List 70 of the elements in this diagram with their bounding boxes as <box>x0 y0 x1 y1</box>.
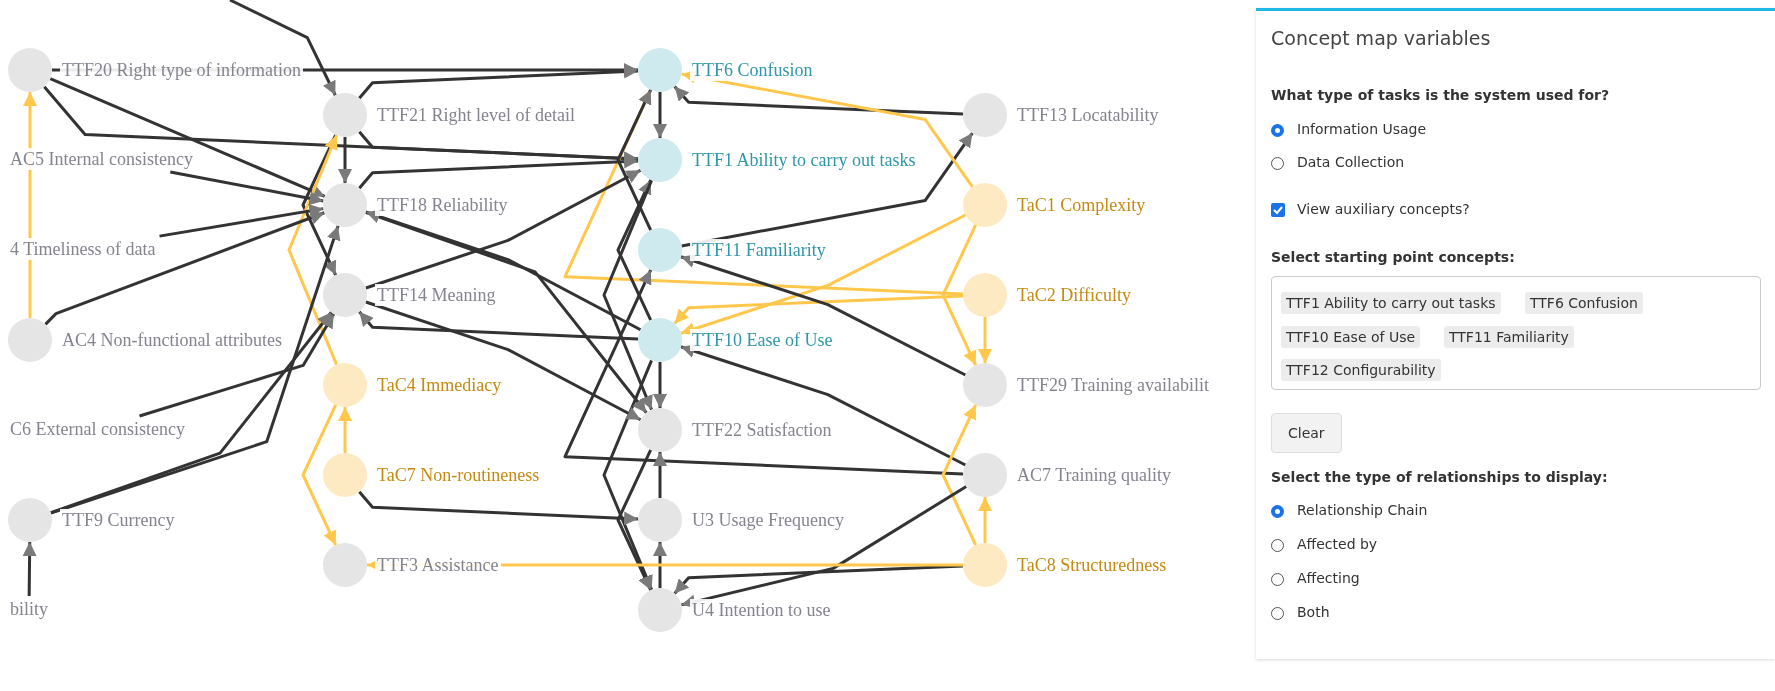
arrow <box>680 213 967 336</box>
arrow <box>680 344 967 467</box>
option-label: Both <box>1297 604 1330 620</box>
option-label: Information Usage <box>1297 121 1427 137</box>
arrow <box>338 407 352 453</box>
arrow <box>301 134 338 276</box>
arrow <box>44 211 325 326</box>
concept-label: TTF11 Familiarity <box>690 239 828 261</box>
option-label: Data Collection <box>1297 154 1405 170</box>
option-label: Affecting <box>1297 570 1360 586</box>
arrow <box>941 224 978 366</box>
option-label: Affected by <box>1297 536 1378 552</box>
option-label: View auxiliary concepts? <box>1297 201 1470 217</box>
arrow <box>50 311 333 515</box>
arrow <box>338 137 352 183</box>
tag-chip: TTF1 Ability to carry out tasks <box>1281 292 1501 314</box>
arrow <box>49 77 326 198</box>
arrow <box>673 564 964 595</box>
arrow <box>301 404 338 546</box>
tag-chip: TTF11 Familiarity <box>1444 326 1574 348</box>
arrow <box>673 85 964 116</box>
arrow <box>365 168 642 290</box>
concept-label: TTF6 Confusion <box>690 59 815 81</box>
arrow <box>159 204 324 238</box>
arrow <box>358 490 639 526</box>
arrow <box>681 132 974 248</box>
arrow <box>358 154 639 190</box>
tag-chip: TTF12 Configurability <box>1281 359 1441 381</box>
arrow <box>681 485 968 609</box>
arrow <box>287 134 338 366</box>
concept-label: TTF20 Right type of information <box>60 59 303 81</box>
panel-title: Concept map variables <box>1271 27 1491 49</box>
arrow <box>170 170 324 206</box>
arrow <box>365 300 642 422</box>
arrow <box>653 452 667 498</box>
arrow <box>616 179 653 321</box>
concept-label: TTF10 Ease of Use <box>690 329 835 351</box>
arrow <box>653 362 667 408</box>
arrow <box>563 269 964 476</box>
arrow <box>653 542 667 588</box>
arrow <box>616 449 653 591</box>
arrow <box>680 254 967 377</box>
arrow <box>602 359 653 591</box>
arrow <box>673 294 964 325</box>
arrow <box>978 497 992 543</box>
section-heading: What type of tasks is the system used for? <box>1271 87 1610 103</box>
arrow <box>653 92 667 138</box>
arrow <box>978 317 992 363</box>
arrow <box>602 179 653 411</box>
arrow <box>50 225 341 515</box>
concept-label: TTF9 Currency <box>60 509 177 531</box>
arrow <box>616 89 653 231</box>
arrow <box>941 404 978 546</box>
concept-label: AC5 Internal consistency <box>8 148 195 170</box>
arrow <box>358 310 639 341</box>
clear-button: Clear <box>1271 413 1342 453</box>
section-heading: Select the type of relationships to display: <box>1271 469 1608 485</box>
option-label: Relationship Chain <box>1297 502 1428 518</box>
arrow <box>365 209 642 332</box>
arrow <box>139 313 336 418</box>
tag-chip: TTF10 Ease of Use <box>1281 326 1421 348</box>
concept-label: 4 Timeliness of data <box>8 238 158 260</box>
concept-label: TaC2 Difficulty <box>1015 284 1133 306</box>
section-heading: Select starting point concepts: <box>1271 249 1515 265</box>
arrow <box>22 542 37 596</box>
arrow <box>229 0 337 96</box>
arrow <box>681 69 974 188</box>
tag-chip: TTF6 Confusion <box>1525 292 1643 314</box>
concept-label: TTF21 Right level of detail <box>375 104 577 126</box>
concept-label: TTF14 Meaning <box>375 284 498 306</box>
